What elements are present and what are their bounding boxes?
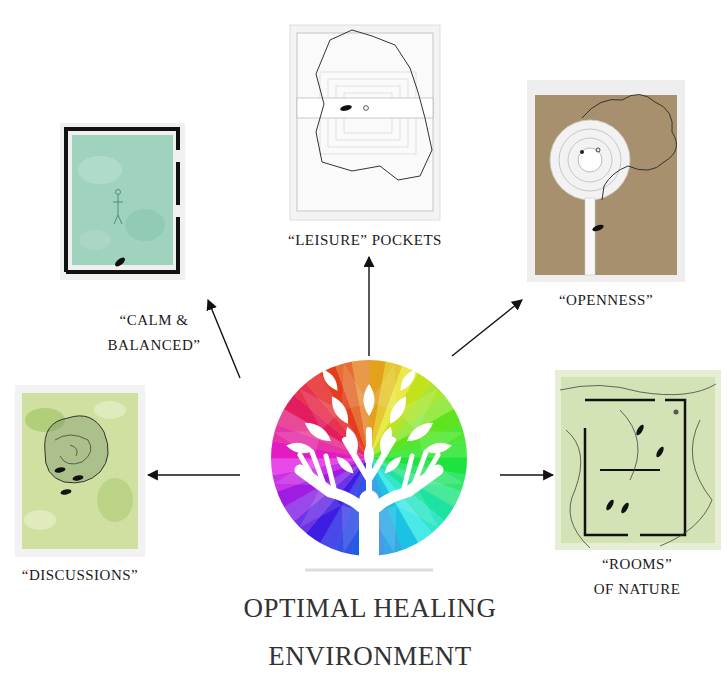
healing-tree-logo	[423, 441, 452, 456]
openness-plan	[596, 148, 600, 152]
discussions-plan	[60, 489, 72, 496]
healing-tree-logo	[302, 418, 335, 445]
discussions-plan	[97, 478, 133, 522]
discussions-node: “DISCUSSIONS”	[12, 385, 148, 592]
hub-node: OPTIMAL HEALING ENVIRONMENT	[240, 356, 500, 684]
logo-wedges	[259, 348, 479, 568]
discussions-plan	[55, 435, 91, 464]
healing-tree-logo	[285, 441, 314, 456]
node-caption: “DISCUSSIONS”	[12, 563, 148, 588]
leisure-node: “LEISURE” POCKETS	[285, 25, 445, 257]
leisure-plan	[364, 106, 369, 111]
leisure-plan	[340, 104, 353, 112]
arrow-connector	[148, 474, 240, 475]
openness-plan	[591, 224, 604, 233]
openness-plan	[559, 129, 621, 191]
node-caption: “LEISURE” POCKETS	[285, 228, 445, 253]
rooms-plan	[555, 370, 721, 550]
rooms-plan	[655, 446, 665, 459]
openness-plan	[578, 148, 602, 172]
openness-node: “OPENNESS”	[522, 80, 690, 317]
discussions-plan	[72, 475, 84, 482]
arrow-connector	[452, 300, 522, 356]
healing-tree-logo	[327, 393, 353, 426]
rooms-node: “ROOMS” OF NATURE	[553, 370, 722, 606]
node-caption: “OPENNESS”	[522, 288, 690, 313]
openness-plan	[535, 95, 677, 275]
healing-tree-logo	[300, 452, 335, 492]
openness-plan	[550, 120, 630, 200]
rooms-plan	[600, 469, 660, 471]
calm-plan	[60, 123, 185, 280]
leisure-plan	[316, 30, 432, 180]
healing-tree-logo	[364, 441, 374, 469]
discussions-plan	[15, 385, 145, 557]
hub-title: OPTIMAL HEALING ENVIRONMENT	[240, 584, 500, 680]
calm-plan	[60, 123, 185, 280]
leisure-plan	[290, 25, 440, 220]
rooms-plan	[560, 384, 716, 548]
openness-plan	[585, 198, 595, 275]
discussions-plan	[22, 393, 138, 549]
healing-tree-logo	[404, 418, 437, 445]
healing-tree-logo	[382, 454, 405, 477]
healing-tree-logo	[285, 367, 452, 477]
leisure-plan	[297, 98, 433, 118]
openness-plan	[568, 138, 612, 182]
discussions-plan	[15, 385, 145, 557]
openness-plan	[582, 94, 677, 200]
arrow-connector	[208, 300, 240, 378]
leisure-plan	[290, 25, 440, 220]
rooms-plan	[561, 377, 715, 543]
rooms-plan	[674, 410, 679, 415]
healing-tree-logo	[385, 393, 411, 426]
leisure-plan	[297, 33, 433, 211]
calm-plan	[113, 256, 126, 268]
rooms-plan	[605, 499, 615, 512]
rooms-plan	[555, 370, 721, 550]
discussions-plan	[45, 416, 108, 483]
calm-plan	[66, 129, 178, 272]
healing-tree-logo	[397, 367, 419, 393]
openness-plan	[527, 80, 685, 282]
node-caption: “CALM & BALANCED”	[100, 308, 208, 358]
discussions-plan	[54, 467, 66, 474]
healing-tree-logo	[334, 454, 357, 477]
calm-plan	[79, 230, 111, 250]
healing-tree-logo	[364, 384, 375, 416]
rooms-plan	[620, 502, 630, 515]
calm-plan	[125, 209, 165, 241]
healing-tree-logo	[319, 367, 341, 393]
node-caption: “ROOMS” OF NATURE	[591, 552, 683, 602]
healing-tree-logo	[259, 348, 479, 570]
discussions-plan	[94, 401, 126, 419]
calm-plan	[78, 156, 122, 184]
discussions-plan	[24, 510, 56, 530]
calm-node: “CALM & BALANCED”	[58, 123, 208, 362]
openness-plan	[580, 150, 584, 154]
healing-tree-logo	[305, 569, 433, 572]
healing-tree-logo	[403, 452, 438, 492]
arrow-connector	[500, 474, 553, 475]
calm-plan	[72, 135, 173, 265]
healing-tree-logo	[377, 425, 396, 455]
openness-plan	[527, 80, 685, 282]
arrow-connector	[368, 257, 369, 356]
healing-tree-logo	[343, 425, 362, 455]
rooms-plan	[635, 424, 645, 437]
calm-plan	[116, 190, 121, 195]
calm-plan	[113, 195, 123, 224]
